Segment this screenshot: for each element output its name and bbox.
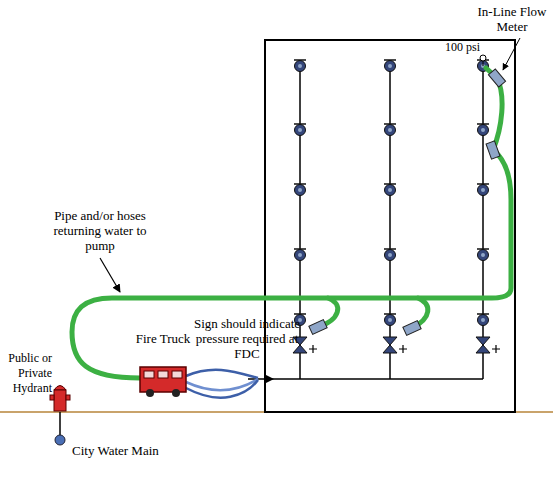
in-line-flow-meter	[309, 320, 327, 335]
truck-window	[158, 371, 168, 378]
sprinkler-deflector	[294, 59, 306, 61]
sprinkler-head	[295, 250, 306, 261]
supply-hoses	[186, 370, 258, 398]
sprinkler-bulb	[298, 253, 302, 257]
sprinkler-bulb	[481, 188, 485, 192]
truck-wheel	[172, 389, 180, 397]
riser-pipe	[389, 64, 391, 379]
leader-line	[503, 38, 520, 70]
flow-arrowhead	[266, 375, 274, 383]
label-box: In-Line Flow Meter	[474, 4, 550, 34]
control-valve	[383, 337, 397, 353]
truck-body	[140, 367, 186, 392]
sprinkler-bulb	[298, 188, 302, 192]
sprinkler-head	[295, 185, 306, 196]
sprinkler-deflector	[477, 248, 489, 250]
test-drain-symbol	[399, 345, 407, 353]
hydrant-lateral	[59, 412, 61, 435]
hydrant-cap	[54, 386, 66, 391]
sprinkler-bulb	[388, 253, 392, 257]
text-label: In-Line Flow Meter	[474, 4, 550, 34]
sprinkler-deflector	[384, 59, 396, 61]
label-box: Pipe and/or hoses returning water to pum…	[40, 208, 160, 253]
hydrant	[50, 386, 70, 446]
leader-line	[100, 258, 120, 292]
text-label: City Water Main	[72, 443, 162, 458]
sprinkler-deflector	[384, 313, 396, 315]
sprinkler-bulb	[298, 64, 302, 68]
sprinkler-head	[385, 185, 396, 196]
supply-hose	[186, 370, 258, 378]
supply-hose	[186, 379, 258, 390]
sprinkler-bulb	[388, 318, 392, 322]
hydrant-nozzle	[66, 395, 70, 400]
sprinkler-head	[478, 250, 489, 261]
control-valve	[476, 337, 490, 353]
text-label: Public or Private Hydrant	[2, 351, 52, 396]
feed-main	[248, 378, 483, 380]
riser-pipe	[299, 64, 301, 379]
label-box: Public or Private Hydrant	[2, 351, 52, 396]
sprinkler-deflector	[477, 123, 489, 125]
sprinkler-deflector	[294, 248, 306, 250]
sprinkler-deflector	[477, 183, 489, 185]
test-drain-symbol	[492, 345, 500, 353]
sprinkler-bulb	[481, 253, 485, 257]
in-line-flow-meter	[486, 141, 500, 159]
sprinkler-head	[478, 125, 489, 136]
sprinkler-deflector	[384, 248, 396, 250]
sprinkler-deflector	[477, 313, 489, 315]
sprinkler-bulb	[388, 188, 392, 192]
water-main	[55, 435, 65, 445]
sprinkler-bulb	[388, 128, 392, 132]
fire-truck	[140, 367, 186, 397]
in-line-flow-meter	[403, 321, 421, 336]
building-outline	[265, 40, 515, 412]
truck-window	[144, 371, 154, 378]
label-box: 100 psi	[436, 40, 480, 55]
sprinkler-head	[385, 61, 396, 72]
sprinkler-head	[295, 61, 306, 72]
label-box: Sign should indicate pressure required a…	[190, 316, 304, 361]
text-label: Pipe and/or hoses returning water to pum…	[40, 208, 160, 253]
in-line-flow-meter	[488, 69, 505, 87]
sprinkler-head	[295, 125, 306, 136]
label-box: Fire Truck	[134, 331, 192, 346]
text-label: 100 psi	[436, 40, 480, 55]
text-label: Sign should indicate pressure required a…	[190, 316, 304, 361]
truck-window	[172, 371, 182, 378]
sprinkler-deflector	[384, 123, 396, 125]
hydrant-body	[54, 390, 66, 411]
sprinkler-head	[385, 250, 396, 261]
flow-meters	[309, 69, 506, 335]
sprinkler-bulb	[298, 128, 302, 132]
label-box: City Water Main	[72, 443, 162, 458]
sprinkler-head	[385, 315, 396, 326]
sprinkler-bulb	[481, 128, 485, 132]
sprinkler-head	[478, 315, 489, 326]
test-drain-symbol	[309, 345, 317, 353]
gauge-stem	[483, 61, 484, 66]
hydrant-nozzle	[50, 395, 54, 400]
pressure-gauge	[480, 55, 486, 61]
sprinkler-deflector	[384, 183, 396, 185]
sprinkler-head	[478, 185, 489, 196]
sprinkler-head	[385, 125, 396, 136]
text-label: Fire Truck	[134, 331, 192, 346]
sprinkler-deflector	[294, 183, 306, 185]
sprinkler-deflector	[294, 313, 306, 315]
truck-wheel	[146, 389, 154, 397]
sprinkler-bulb	[481, 318, 485, 322]
supply-hose	[186, 380, 258, 398]
riser-pipe	[482, 64, 484, 379]
sprinkler-bulb	[388, 64, 392, 68]
sprinkler-deflector	[294, 123, 306, 125]
